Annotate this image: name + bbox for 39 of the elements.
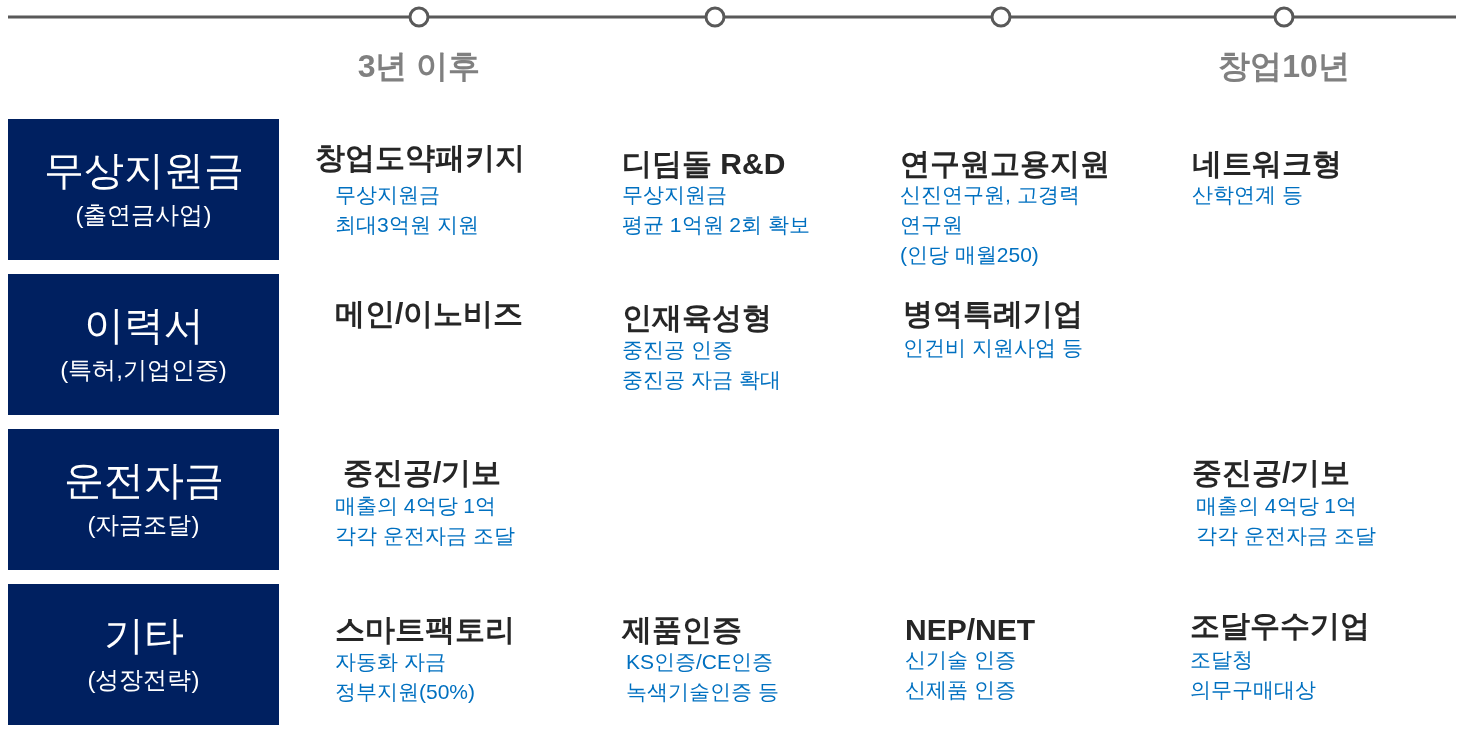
program-detail: 매출의 4억당 1억 각각 운전자금 조달 [335, 493, 515, 549]
category-panel [8, 119, 279, 260]
program-name: NEP/NET [905, 612, 1036, 648]
program-name: 메인/이노비즈 [335, 296, 524, 332]
program-name: 네트워크형 [1192, 146, 1342, 182]
category-subtitle: (성장전략) [87, 664, 200, 695]
program-detail: 중진공 인증 중진공 자금 확대 [622, 337, 781, 393]
program-name: 조달우수기업 [1190, 608, 1370, 644]
category-subtitle: (특허,기업인증) [60, 354, 227, 385]
category-title: 무상지원금 [43, 146, 244, 194]
category-panel [8, 274, 279, 415]
program-name: 인재육성형 [622, 300, 772, 336]
program-name: 스마트팩토리 [335, 612, 515, 648]
category-subtitle: (출연금사업) [75, 199, 212, 230]
program-detail: 매출의 4억당 1억 각각 운전자금 조달 [1196, 493, 1376, 549]
program-name: 제품인증 [622, 612, 742, 648]
category-subtitle: (자금조달) [87, 509, 200, 540]
program-name: 중진공/기보 [343, 455, 502, 491]
program-name: 연구원고용지원 [900, 146, 1110, 182]
program-detail: 신기술 인증 신제품 인증 [905, 647, 1016, 703]
program-name: 중진공/기보 [1192, 455, 1351, 491]
category-panel [8, 584, 279, 725]
category-title: 기타 [103, 611, 184, 659]
category-panel [8, 429, 279, 570]
program-detail: 무상지원금 평균 1억원 2회 확보 [622, 182, 810, 238]
program-detail: KS인증/CE인증 녹색기술인증 등 [626, 649, 779, 705]
program-detail: 무상지원금 최대3억원 지원 [335, 182, 479, 238]
milestone-label: 창업10년 [1218, 47, 1350, 86]
program-detail: 인건비 지원사업 등 [903, 335, 1083, 361]
program-name: 창업도약패키지 [315, 140, 525, 176]
program-detail: 조달청 의무구매대상 [1190, 647, 1316, 703]
program-detail: 자동화 자금 정부지원(50%) [335, 649, 476, 705]
milestone-label: 3년 이후 [357, 47, 481, 86]
program-name: 병역특례기업 [903, 296, 1083, 332]
program-detail: 산학연계 등 [1192, 182, 1303, 208]
program-detail: 신진연구원, 고경력 연구원 (인당 매월250) [900, 182, 1080, 268]
program-name: 디딤돌 R&D [622, 146, 786, 182]
category-title: 이력서 [83, 301, 204, 349]
category-title: 운전자금 [63, 456, 224, 504]
